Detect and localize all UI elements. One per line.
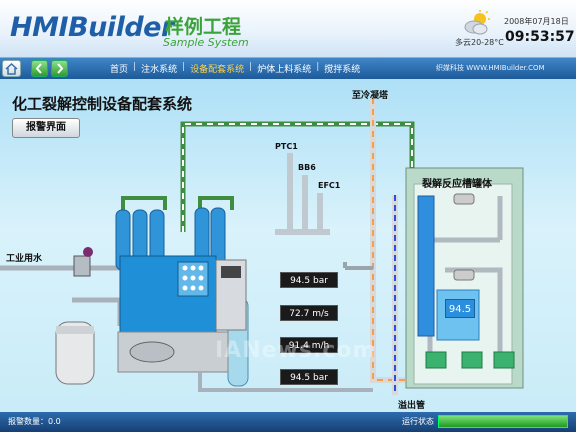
reactor-level-column	[417, 195, 435, 337]
weather-text: 多云20-28°C	[455, 38, 504, 47]
home-icon	[5, 62, 18, 75]
page-title: 化工裂解控制设备配套系统	[12, 95, 193, 113]
alarm-count: 报警数量：0.0	[8, 417, 61, 426]
main-menu: 首页| 注水系统| 设备配套系统| 炉体上料系统| 搅拌系统	[106, 62, 364, 75]
logo-subtitle: Sample System	[163, 36, 249, 49]
run-status-label: 运行状态	[402, 417, 434, 426]
pump-motor	[129, 341, 175, 363]
sensor-pipes	[275, 153, 330, 235]
reactor-valve-1	[453, 193, 475, 205]
tank-top-pipes	[121, 196, 234, 210]
label-reactor: 裂解反应槽罐体	[422, 179, 492, 190]
arrow-right-icon	[57, 63, 64, 74]
arrow-left-icon	[35, 63, 42, 74]
forward-button[interactable]	[51, 60, 68, 77]
home-button[interactable]	[2, 60, 21, 77]
sensor-label-efc1: EFC1	[318, 181, 341, 190]
cabinet-indicators	[182, 265, 204, 291]
logo-text: HMIBuilder	[10, 12, 174, 43]
menu-item-water-injection[interactable]: 注水系统	[141, 65, 178, 75]
status-bar	[0, 412, 576, 432]
alarm-page-button[interactable]: 报警界面	[12, 118, 80, 138]
company-link[interactable]: 织媒科技 WWW.HMIBuilder.COM	[436, 64, 545, 72]
label-water-inlet: 工业用水	[6, 254, 43, 264]
menu-item-furnace-feeding[interactable]: 炉体上料系统	[257, 65, 312, 75]
cloudy-weather-icon	[464, 10, 490, 35]
back-button[interactable]	[31, 60, 48, 77]
clock-display: 09:53:57	[505, 29, 575, 45]
inlet-valve[interactable]	[73, 255, 91, 277]
valve-handle-icon[interactable]	[83, 247, 93, 257]
readout-pressure-2: 94.5 bar	[280, 369, 338, 385]
logo-chinese-text: 样例工程	[165, 16, 242, 38]
menu-item-home[interactable]: 首页	[110, 65, 129, 75]
readout-velocity: 72.7 m/s	[280, 305, 338, 321]
watermark: IANews.com	[215, 338, 377, 363]
storage-tank	[55, 321, 95, 385]
process-diagram	[0, 98, 524, 395]
readout-pressure-1: 94.5 bar	[280, 272, 338, 288]
menu-item-equipment[interactable]: 设备配套系统	[190, 65, 245, 75]
control-screen	[221, 266, 241, 278]
date-display: 2008年07月18日	[504, 17, 569, 26]
orange-pipe	[370, 98, 405, 383]
reactor-valve-2	[453, 269, 475, 281]
menu-item-mixing[interactable]: 搅拌系统	[324, 65, 361, 75]
readout-flow: 91.4 m/h	[280, 337, 338, 353]
sensor-label-bb6: BB6	[298, 163, 316, 172]
sensor-label-ptc1: PTC1	[275, 142, 298, 151]
header: HMIBuilder 样例工程 Sample System 多云20-28°C …	[0, 0, 576, 57]
tank-level-display: 94.5	[445, 299, 475, 318]
reactor-pumps	[425, 351, 515, 369]
label-overflow: 溢出管	[398, 401, 426, 411]
run-status-indicator	[438, 415, 568, 428]
label-to-condenser: 至冷凝塔	[352, 91, 389, 101]
nav-bar	[0, 57, 576, 79]
